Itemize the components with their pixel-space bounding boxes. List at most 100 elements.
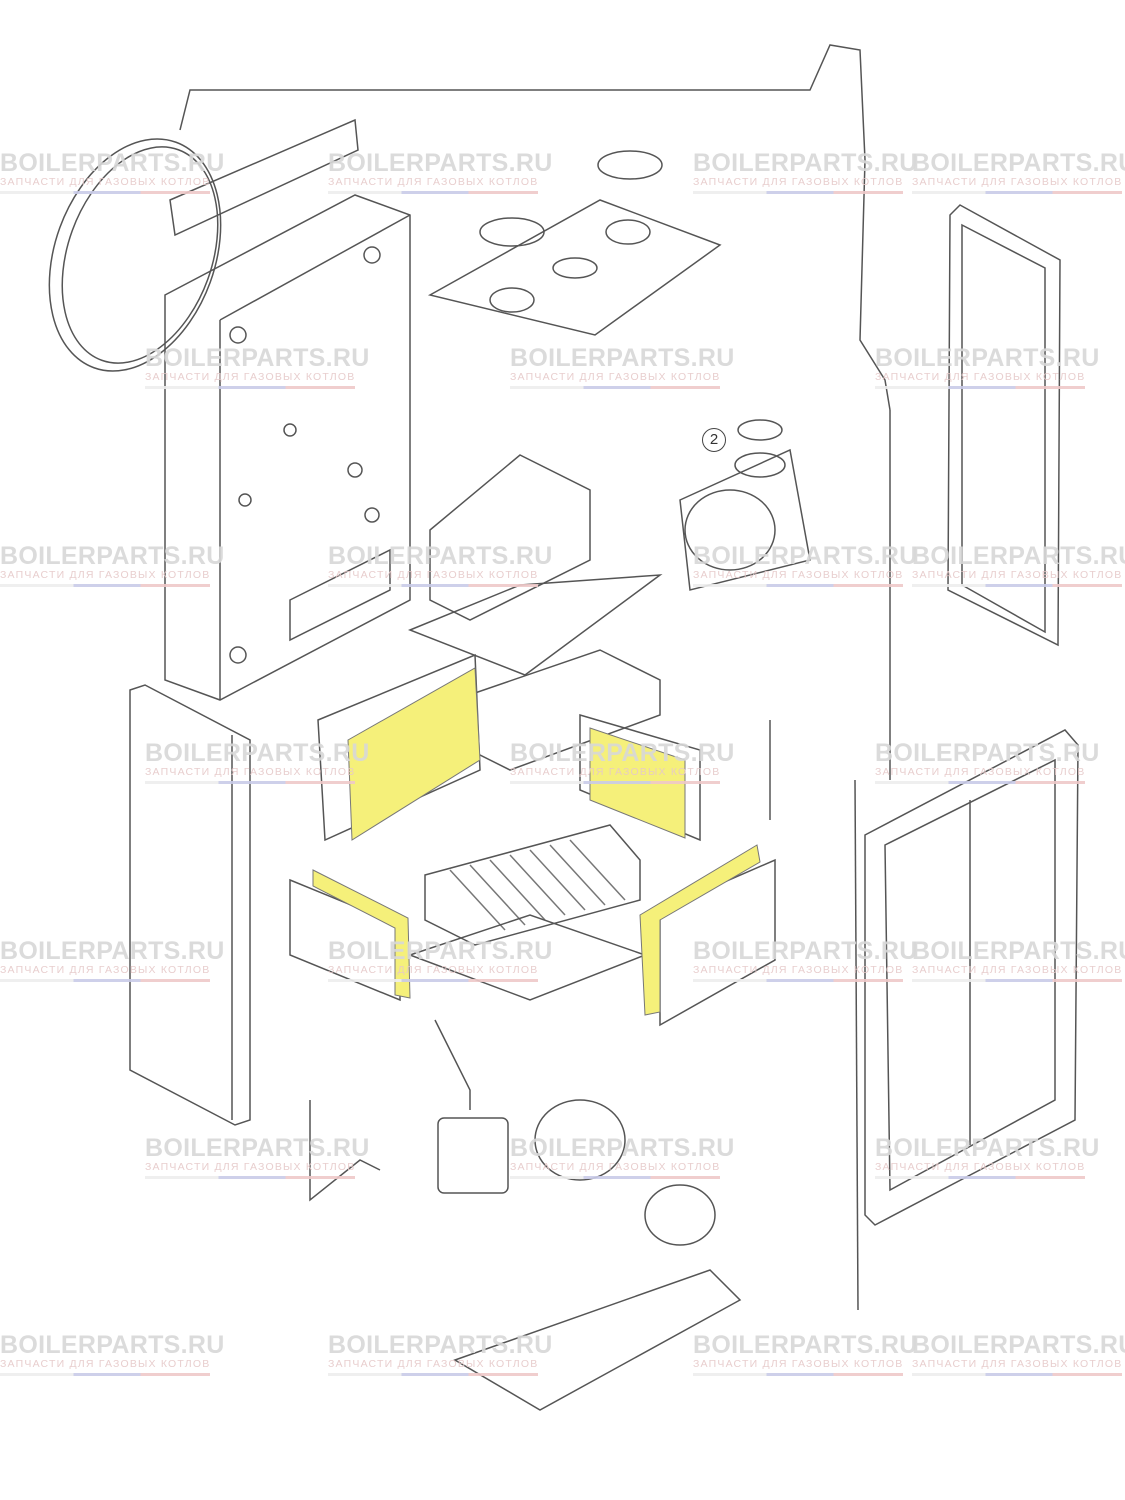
watermark-tagline: ЗАПЧАСТИ ДЛЯ ГАЗОВЫХ КОТЛОВ xyxy=(912,569,1123,581)
watermark-bar xyxy=(328,979,538,982)
burner xyxy=(424,824,641,946)
watermark-tagline: ЗАПЧАСТИ ДЛЯ ГАЗОВЫХ КОТЛОВ xyxy=(510,1161,721,1173)
front-cover xyxy=(864,729,1079,1226)
watermark-brand: BOILERPARTS.RU xyxy=(510,1134,735,1162)
watermark-bar xyxy=(145,1176,355,1179)
watermark-tagline: ЗАПЧАСТИ ДЛЯ ГАЗОВЫХ КОТЛОВ xyxy=(912,176,1123,188)
watermark-brand: BOILERPARTS.RU xyxy=(693,149,918,177)
watermark-tagline: ЗАПЧАСТИ ДЛЯ ГАЗОВЫХ КОТЛОВ xyxy=(510,766,721,778)
watermark-bar xyxy=(693,979,903,982)
watermark-bar xyxy=(0,1373,210,1376)
watermark-bar xyxy=(145,386,355,389)
side-panel-left xyxy=(129,684,251,1126)
watermark-brand: BOILERPARTS.RU xyxy=(912,149,1125,177)
watermark-bar xyxy=(510,1176,720,1179)
insulation-panel-front-right xyxy=(639,844,761,1016)
watermark-bar xyxy=(328,1373,538,1376)
expansion-vessel xyxy=(48,138,222,372)
watermark-tagline: ЗАПЧАСТИ ДЛЯ ГАЗОВЫХ КОТЛОВ xyxy=(0,964,211,976)
watermark-brand: BOILERPARTS.RU xyxy=(912,542,1125,570)
watermark-brand: BOILERPARTS.RU xyxy=(328,1331,553,1359)
watermark-bar xyxy=(0,979,210,982)
watermark-bar xyxy=(145,781,355,784)
watermark-bar xyxy=(328,191,538,194)
watermark-brand: BOILERPARTS.RU xyxy=(912,937,1125,965)
watermark-bar xyxy=(875,386,1085,389)
side-panel-right xyxy=(947,204,1061,647)
watermark-brand: BOILERPARTS.RU xyxy=(693,937,918,965)
watermark-bar xyxy=(875,1176,1085,1179)
back-frame xyxy=(164,194,411,701)
watermark-tagline: ЗАПЧАСТИ ДЛЯ ГАЗОВЫХ КОТЛОВ xyxy=(875,371,1086,383)
watermark-tagline: ЗАПЧАСТИ ДЛЯ ГАЗОВЫХ КОТЛОВ xyxy=(912,1358,1123,1370)
watermark-brand: BOILERPARTS.RU xyxy=(328,542,553,570)
watermark-tagline: ЗАПЧАСТИ ДЛЯ ГАЗОВЫХ КОТЛОВ xyxy=(510,371,721,383)
watermark-brand: BOILERPARTS.RU xyxy=(912,1331,1125,1359)
watermark-bar xyxy=(912,979,1122,982)
watermark-tagline: ЗАПЧАСТИ ДЛЯ ГАЗОВЫХ КОТЛОВ xyxy=(0,569,211,581)
watermark-tagline: ЗАПЧАСТИ ДЛЯ ГАЗОВЫХ КОТЛОВ xyxy=(693,964,904,976)
watermark-tagline: ЗАПЧАСТИ ДЛЯ ГАЗОВЫХ КОТЛОВ xyxy=(0,176,211,188)
watermark-tagline: ЗАПЧАСТИ ДЛЯ ГАЗОВЫХ КОТЛОВ xyxy=(328,176,539,188)
watermark-tagline: ЗАПЧАСТИ ДЛЯ ГАЗОВЫХ КОТЛОВ xyxy=(328,1358,539,1370)
gas-valve xyxy=(437,1117,509,1194)
watermark-brand: BOILERPARTS.RU xyxy=(0,1331,225,1359)
watermark-bar xyxy=(912,1373,1122,1376)
watermark-brand: BOILERPARTS.RU xyxy=(145,739,370,767)
watermark-bar xyxy=(0,584,210,587)
watermark-bar xyxy=(0,191,210,194)
watermark-tagline: ЗАПЧАСТИ ДЛЯ ГАЗОВЫХ КОТЛОВ xyxy=(693,569,904,581)
watermark-tagline: ЗАПЧАСТИ ДЛЯ ГАЗОВЫХ КОТЛОВ xyxy=(875,1161,1086,1173)
watermark-tagline: ЗАПЧАСТИ ДЛЯ ГАЗОВЫХ КОТЛОВ xyxy=(145,1161,356,1173)
insulation-panel-back-left xyxy=(347,667,481,841)
watermark-bar xyxy=(510,386,720,389)
watermark-bar xyxy=(875,781,1085,784)
top-plate xyxy=(427,199,722,336)
pump xyxy=(644,1184,716,1246)
watermark-brand: BOILERPARTS.RU xyxy=(0,149,225,177)
watermark-tagline: ЗАПЧАСТИ ДЛЯ ГАЗОВЫХ КОТЛОВ xyxy=(912,964,1123,976)
watermark-brand: BOILERPARTS.RU xyxy=(145,344,370,372)
watermark-brand: BOILERPARTS.RU xyxy=(875,1134,1100,1162)
watermark-tagline: ЗАПЧАСТИ ДЛЯ ГАЗОВЫХ КОТЛОВ xyxy=(693,1358,904,1370)
fan xyxy=(684,489,776,571)
watermark-brand: BOILERPARTS.RU xyxy=(328,937,553,965)
watermark-bar xyxy=(510,781,720,784)
top-pipe xyxy=(179,44,891,411)
hydraulic-block xyxy=(534,1099,626,1181)
watermark-brand: BOILERPARTS.RU xyxy=(693,542,918,570)
callout-number: 2 xyxy=(702,428,726,452)
watermark-bar xyxy=(912,191,1122,194)
watermark-brand: BOILERPARTS.RU xyxy=(328,149,553,177)
watermark-brand: BOILERPARTS.RU xyxy=(0,542,225,570)
watermark-tagline: ЗАПЧАСТИ ДЛЯ ГАЗОВЫХ КОТЛОВ xyxy=(875,766,1086,778)
insulation-panel-front-left xyxy=(312,869,411,999)
watermark-tagline: ЗАПЧАСТИ ДЛЯ ГАЗОВЫХ КОТЛОВ xyxy=(693,176,904,188)
watermark-tagline: ЗАПЧАСТИ ДЛЯ ГАЗОВЫХ КОТЛОВ xyxy=(328,569,539,581)
flue-hood xyxy=(429,454,591,621)
watermark-bar xyxy=(328,584,538,587)
base-plate xyxy=(453,1269,742,1411)
watermark-brand: BOILERPARTS.RU xyxy=(875,344,1100,372)
watermark-brand: BOILERPARTS.RU xyxy=(145,1134,370,1162)
